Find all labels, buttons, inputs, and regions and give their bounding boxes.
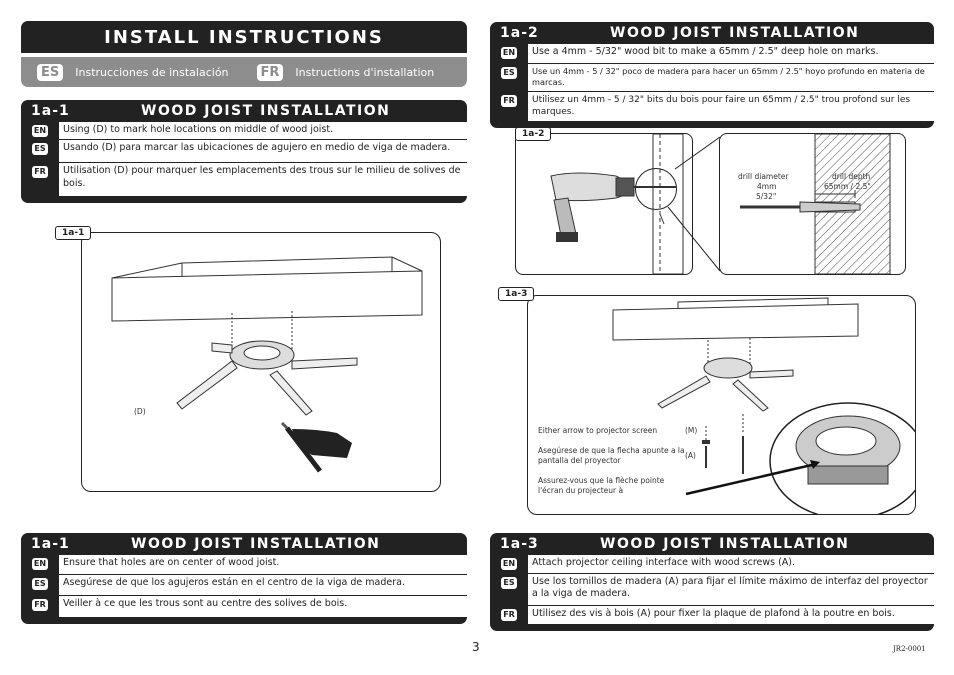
step-instructions: EN Using (D) to mark hole locations on mi… <box>21 122 467 203</box>
lang-en-badge: EN <box>500 47 518 59</box>
step-1a2-section: 1a-2 WOOD JOIST INSTALLATION EN Use a 4mm… <box>490 22 934 128</box>
label-drill-diameter: drill diameter <box>738 172 789 181</box>
language-strip: ES Instrucciones de instalación FR Instr… <box>21 57 467 87</box>
step-number: 1a-2 <box>500 25 539 41</box>
label-depth-value: 65mm / 2.5" <box>824 182 871 191</box>
instruction-en: Attach projector ceiling interface with … <box>528 555 934 574</box>
page-number: 3 <box>472 640 480 654</box>
lang-es-badge: ES <box>32 577 48 590</box>
instruction-fr: Utilisez des vis à bois (A) pour fixer l… <box>528 605 934 625</box>
step-header: 1a-2 WOOD JOIST INSTALLATION <box>490 22 934 44</box>
lang-fr-badge: FR <box>501 94 517 107</box>
diagram-tag-1a2: 1a-2 <box>515 127 552 141</box>
step-title: WOOD JOIST INSTALLATION <box>141 103 391 119</box>
es-badge: ES <box>37 63 64 81</box>
step-instructions: EN Ensure that holes are on center of woo… <box>21 555 467 624</box>
step-number: 1a-1 <box>31 103 70 119</box>
instruction-es: Usando (D) para marcar las ubicaciones d… <box>59 139 467 163</box>
instruction-es: Use un 4mm - 5 / 32" poco de madera para… <box>528 63 934 92</box>
instruction-en: Using (D) to mark hole locations on midd… <box>59 122 467 140</box>
label-m: (M) <box>685 426 698 435</box>
step-title: WOOD JOIST INSTALLATION <box>610 25 860 41</box>
main-title-bar: INSTALL INSTRUCTIONS <box>21 21 467 53</box>
lang-fr-badge: FR <box>32 166 48 178</box>
step-instructions: EN Use a 4mm - 5/32" wood bit to make a 6… <box>490 44 934 128</box>
ceiling-mount-illustration <box>111 256 423 473</box>
arrow-note-es: Asegúrese de que la flecha apunte a la p… <box>538 446 685 465</box>
zoom-connector-lines <box>667 136 721 272</box>
label-drill-depth: drill depth <box>832 172 871 181</box>
label-a: (A) <box>685 451 696 460</box>
page-title: INSTALL INSTRUCTIONS <box>104 26 384 48</box>
step-number: 1a-1 <box>31 536 70 552</box>
lang-es-badge: ES <box>501 576 517 589</box>
instruction-fr: Veiller à ce que les trous sont au centr… <box>59 596 467 618</box>
es-title-translation: Instrucciones de instalación <box>75 65 229 79</box>
lang-fr-badge: FR <box>32 599 48 611</box>
step-header: 1a-1 WOOD JOIST INSTALLATION <box>21 533 467 555</box>
instruction-en: Use a 4mm - 5/32" wood bit to make a 65m… <box>528 44 934 64</box>
lang-en-badge: EN <box>500 558 518 570</box>
step-1a1-top-section: 1a-1 WOOD JOIST INSTALLATION EN Using (D)… <box>21 100 467 203</box>
lang-en-badge: EN <box>31 125 49 137</box>
label-diameter-mm: 4mm <box>757 182 777 191</box>
diagram-1a2-detail: drill diameter 4mm 5/32" drill depth 65m… <box>719 133 906 275</box>
label-d: (D) <box>134 407 146 416</box>
step-title: WOOD JOIST INSTALLATION <box>131 536 381 552</box>
label-diameter-in: 5/32" <box>756 192 777 201</box>
instruction-es: Asegúrese de que los agujeros están en e… <box>59 574 467 596</box>
instruction-es: Use los tornillos de madera (A) para fij… <box>528 573 934 606</box>
fr-title-translation: Instructions d'installation <box>295 65 435 79</box>
diagram-tag-1a1: 1a-1 <box>55 226 92 240</box>
step-instructions: EN Attach projector ceiling interface wit… <box>490 555 934 631</box>
fr-badge: FR <box>256 63 284 81</box>
instruction-en: Ensure that holes are on center of wood … <box>59 555 467 575</box>
step-header: 1a-3 WOOD JOIST INSTALLATION <box>490 533 934 555</box>
lang-en-badge: EN <box>31 558 49 570</box>
arrow-note-en: Either arrow to projector screen <box>538 426 658 435</box>
step-header: 1a-1 WOOD JOIST INSTALLATION <box>21 100 467 122</box>
step-1a3-section: 1a-3 WOOD JOIST INSTALLATION EN Attach pr… <box>490 533 934 631</box>
instruction-fr: Utilisation (D) pour marquer les emplace… <box>59 163 467 197</box>
diagram-1a1: (D) <box>81 232 441 492</box>
lang-fr-badge: FR <box>501 608 517 621</box>
step-title: WOOD JOIST INSTALLATION <box>600 536 850 552</box>
document-code: JR2-0001 <box>893 645 926 653</box>
diagram-tag-1a3: 1a-3 <box>498 287 535 301</box>
drill-depth-detail <box>740 134 891 274</box>
diagram-1a3: (M) (A) Either arrow to projector screen… <box>527 295 916 515</box>
screw-install-illustration <box>612 297 915 514</box>
step-number: 1a-3 <box>500 536 539 552</box>
arrow-note-fr: Assurez-vous que la flèche pointe l'écra… <box>538 476 665 495</box>
step-1a1-bottom-section: 1a-1 WOOD JOIST INSTALLATION EN Ensure th… <box>21 533 467 624</box>
lang-es-badge: ES <box>32 142 48 155</box>
lang-es-badge: ES <box>501 66 517 79</box>
drill-zoom-circle <box>635 168 677 210</box>
instruction-fr: Utilisez un 4mm - 5 / 32" bits du bois p… <box>528 91 934 122</box>
